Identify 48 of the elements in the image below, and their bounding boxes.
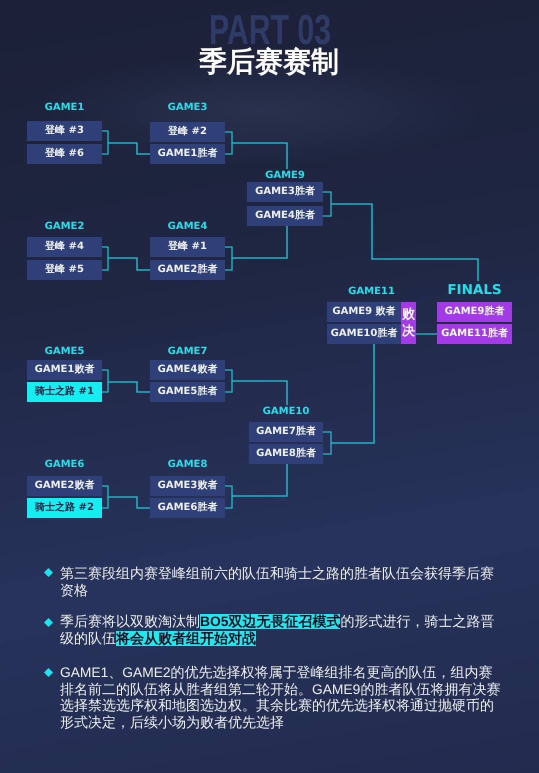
bracket-line (102, 142, 150, 155)
slot-box: GAME9 败者 (327, 302, 401, 322)
slot-box: 登峰 #1 (150, 237, 225, 257)
game-label: GAME9 (265, 169, 305, 183)
game-label: GAME3 (168, 101, 208, 115)
game-label: GAME1 (44, 101, 84, 115)
bracket-line (225, 226, 288, 271)
bracket-line (225, 464, 288, 509)
slot-box: GAME3胜者 (247, 182, 323, 202)
game-label: GAME11 (348, 285, 395, 299)
slot-box: GAME5胜者 (150, 382, 225, 402)
slot-box: GAME2胜者 (150, 260, 225, 280)
slot-box: GAME8胜者 (249, 444, 323, 464)
bracket-line (225, 380, 288, 405)
bracket-line (102, 496, 150, 509)
bracket-line (225, 142, 288, 169)
slot-box: GAME11胜者 (437, 324, 512, 344)
slot-box: GAME2败者 (27, 476, 102, 496)
game-label: FINALS (447, 281, 502, 299)
slot-box: GAME4胜者 (247, 206, 323, 226)
slot-box: GAME9胜者 (437, 302, 512, 322)
slot-box: GAME6胜者 (150, 498, 225, 518)
slot-box: GAME1胜者 (150, 144, 225, 164)
bracket-line (416, 333, 437, 335)
slot-box: 登峰 #3 (27, 121, 102, 141)
slot-box: GAME3败者 (150, 476, 225, 496)
game-label: GAME6 (44, 458, 84, 472)
game-label: GAME7 (168, 345, 208, 359)
side-tab: 败决 (401, 302, 416, 344)
slot-box: GAME10胜者 (327, 324, 401, 344)
slot-box: 登峰 #4 (27, 237, 102, 257)
bracket-line (102, 381, 150, 393)
slot-box: 骑士之路 #2 (27, 498, 102, 518)
bullet-text: GAME1、GAME2的优先选择权将属于登峰组排名更高的队伍，组内赛排名前二的队伍将从胜者组第二轮开始。GAME9的胜者队伍将拥有决赛选择禁选选序权和地图选边权。其余比赛的优先选择权将通过抛硬币的形式决定，后续小场为败者优先选择 (60, 665, 502, 731)
slot-box: GAME1败者 (27, 360, 102, 380)
game-label: GAME10 (262, 405, 310, 419)
game-label: GAME4 (168, 220, 208, 234)
slot-box: GAME7胜者 (249, 422, 323, 442)
slot-box: GAME4败者 (150, 360, 225, 380)
game-label: GAME5 (44, 345, 84, 359)
bracket-line (102, 257, 150, 271)
slot-box: 骑士之路 #1 (27, 382, 102, 402)
bullet-text: 第三赛段组内赛登峰组前六的队伍和骑士之路的胜者队伍会获得季后赛资格 (60, 566, 495, 599)
slot-box: 登峰 #6 (27, 144, 102, 164)
game-label: GAME2 (44, 220, 84, 234)
game-label: GAME8 (168, 458, 208, 472)
slot-box: 登峰 #2 (150, 122, 225, 142)
slot-box: 登峰 #5 (27, 260, 102, 280)
